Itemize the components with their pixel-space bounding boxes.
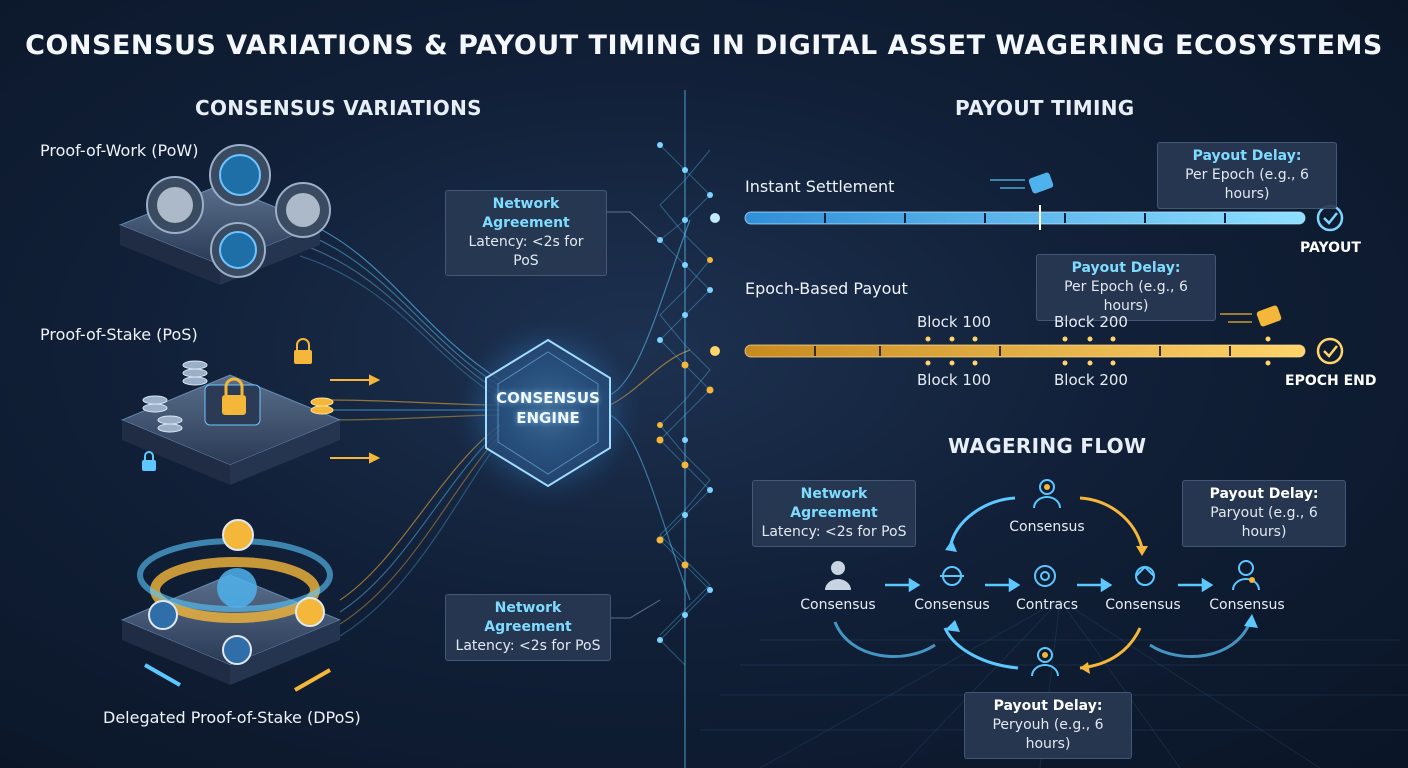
page-title: CONSENSUS VARIATIONS & PAYOUT TIMING IN … bbox=[0, 30, 1408, 61]
callout-bottom-line-2: Latency: <2s for PoS bbox=[454, 637, 602, 656]
flow-node-1: Consensus bbox=[783, 597, 893, 613]
pos-platform bbox=[122, 339, 340, 485]
callout-top-line-1: Network Agreement bbox=[454, 195, 598, 233]
instant-callout-line-2: Per Epoch (e.g., 6 hours) bbox=[1166, 166, 1328, 204]
payout-timing-heading: PAYOUT TIMING bbox=[955, 96, 1135, 120]
network-spine bbox=[657, 90, 721, 768]
block-200-top: Block 200 bbox=[1054, 313, 1128, 331]
pow-platform bbox=[120, 145, 330, 285]
pow-label: Proof-of-Work (PoW) bbox=[40, 141, 198, 160]
wagering-payout-delay-callout-right: Payout Delay: Paryout (e.g., 6 hours) bbox=[1182, 480, 1346, 547]
epoch-payout-delay-callout: Payout Delay: Per Epoch (e.g., 6 hours) bbox=[1036, 254, 1216, 321]
instant-settlement-label: Instant Settlement bbox=[745, 177, 894, 196]
pos-label: Proof-of-Stake (PoS) bbox=[40, 325, 198, 344]
wagering-callout-left-line-1: Network Agreement bbox=[761, 485, 907, 523]
epoch-based-payout-label: Epoch-Based Payout bbox=[745, 279, 908, 298]
flow-node-top: Consensus bbox=[992, 519, 1102, 535]
wagering-payout-delay-callout-bottom: Payout Delay: Peryouh (e.g., 6 hours) bbox=[964, 692, 1132, 759]
engine-line-2: ENGINE bbox=[478, 408, 618, 428]
consensus-variations-heading: CONSENSUS VARIATIONS bbox=[195, 96, 482, 120]
callout-bottom-line-1: Network Agreement bbox=[454, 599, 602, 637]
flow-node-2: Consensus bbox=[897, 597, 1007, 613]
callout-top-line-2: Latency: <2s for PoS bbox=[454, 233, 598, 271]
network-agreement-callout-top: Network Agreement Latency: <2s for PoS bbox=[445, 190, 607, 276]
engine-line-1: CONSENSUS bbox=[478, 388, 618, 408]
wagering-callout-bottom-line-2: Peryouh (e.g., 6 hours) bbox=[973, 716, 1123, 754]
flow-node-3: Contracs bbox=[992, 597, 1102, 613]
consensus-engine: CONSENSUS ENGINE bbox=[478, 388, 618, 428]
epoch-callout-line-2: Per Epoch (e.g., 6 hours) bbox=[1045, 278, 1207, 316]
wagering-callout-bottom-line-1: Payout Delay: bbox=[973, 697, 1123, 716]
network-agreement-callout-bottom: Network Agreement Latency: <2s for PoS bbox=[445, 594, 611, 661]
payout-end-label: PAYOUT bbox=[1300, 240, 1361, 256]
wagering-callout-left-line-2: Latency: <2s for PoS bbox=[761, 523, 907, 542]
wagering-callout-right-line-2: Paryout (e.g., 6 hours) bbox=[1191, 504, 1337, 542]
instant-payout-delay-callout: Payout Delay: Per Epoch (e.g., 6 hours) bbox=[1157, 142, 1337, 209]
epoch-end-label: EPOCH END bbox=[1285, 373, 1377, 389]
dpos-platform bbox=[122, 520, 340, 690]
wagering-flow-heading: WAGERING FLOW bbox=[948, 434, 1146, 458]
wagering-callout-right-line-1: Payout Delay: bbox=[1191, 485, 1337, 504]
block-200-bottom: Block 200 bbox=[1054, 371, 1128, 389]
epoch-callout-line-1: Payout Delay: bbox=[1045, 259, 1207, 278]
block-100-bottom: Block 100 bbox=[917, 371, 991, 389]
instant-callout-line-1: Payout Delay: bbox=[1166, 147, 1328, 166]
dpos-label: Delegated Proof-of-Stake (DPoS) bbox=[103, 708, 361, 727]
flow-node-5: Consensus bbox=[1192, 597, 1302, 613]
block-100-top: Block 100 bbox=[917, 313, 991, 331]
wagering-network-agreement-callout: Network Agreement Latency: <2s for PoS bbox=[752, 480, 916, 547]
flow-node-4: Consensus bbox=[1088, 597, 1198, 613]
